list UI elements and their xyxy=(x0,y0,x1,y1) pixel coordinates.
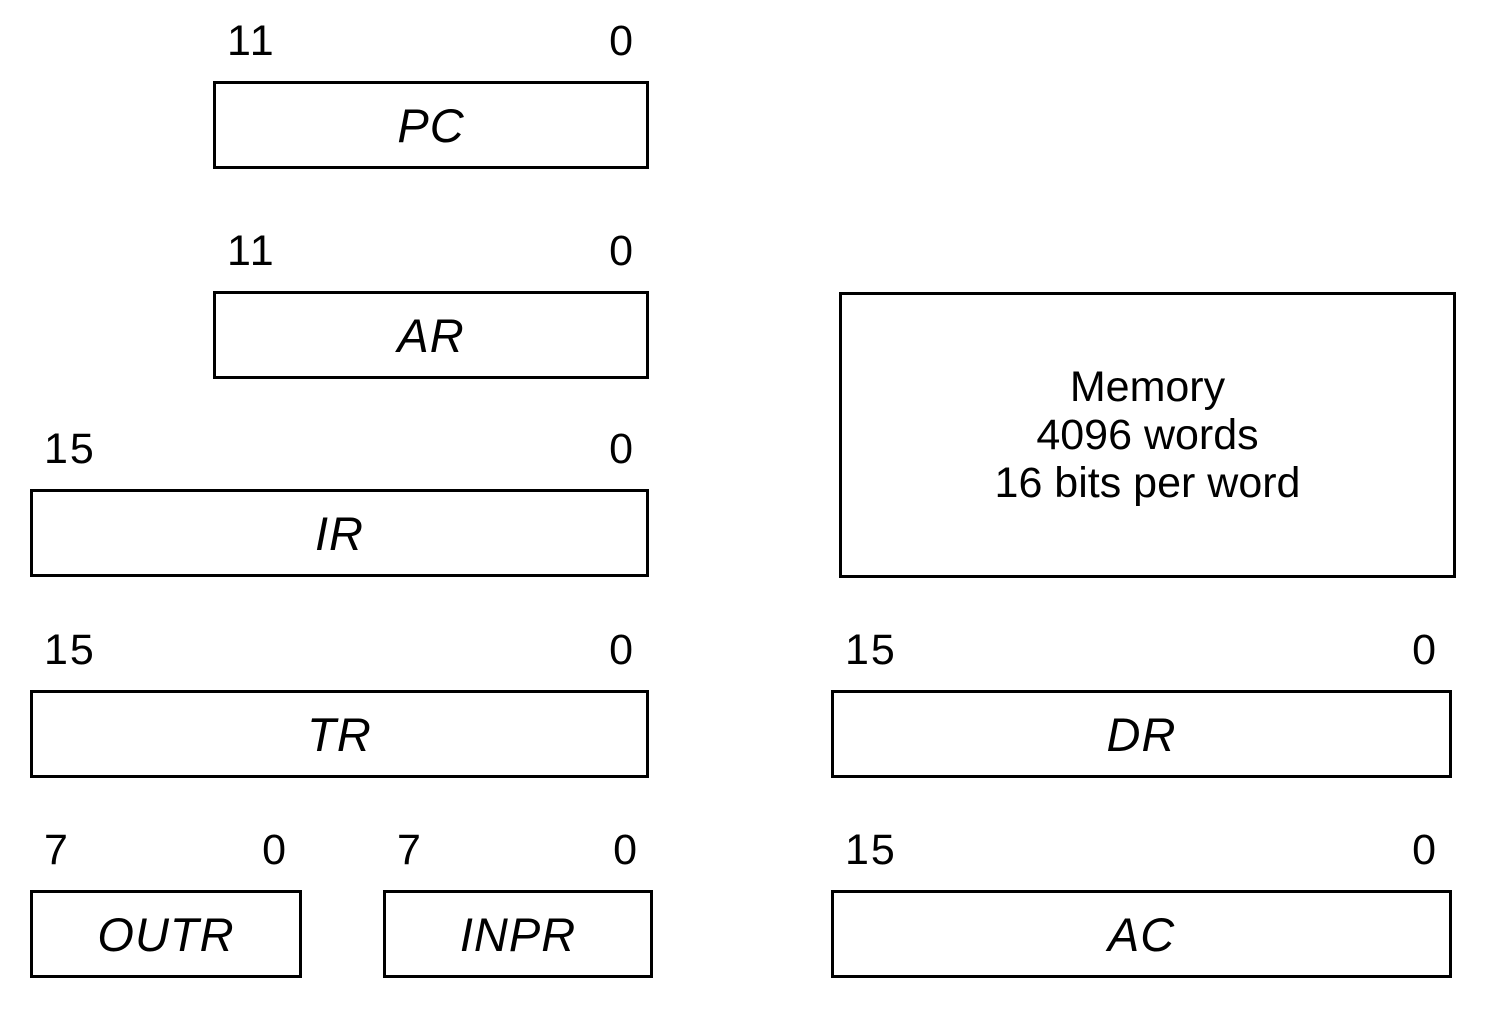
high-bit-label: 15 xyxy=(44,425,96,473)
register-ar: 11 0 AR xyxy=(213,229,649,379)
memory-capacity: 4096 words xyxy=(1036,411,1259,459)
register-box-outr: OUTR xyxy=(30,890,302,978)
low-bit-label: 0 xyxy=(609,425,635,473)
register-ac: 15 0 AC xyxy=(831,828,1452,978)
register-dr: 15 0 DR xyxy=(831,628,1452,778)
register-tr: 15 0 TR xyxy=(30,628,649,778)
memory-word-size: 16 bits per word xyxy=(994,459,1301,507)
high-bit-label: 15 xyxy=(845,626,897,674)
register-label-pc: PC xyxy=(397,98,465,152)
register-box-dr: DR xyxy=(831,690,1452,778)
bit-range-labels-ac: 15 0 xyxy=(831,828,1452,872)
high-bit-label: 11 xyxy=(227,227,276,275)
register-label-inpr: INPR xyxy=(459,907,577,961)
low-bit-label: 0 xyxy=(1412,626,1438,674)
high-bit-label: 11 xyxy=(227,17,276,65)
register-box-pc: PC xyxy=(213,81,649,169)
memory-title: Memory xyxy=(1069,363,1226,411)
bit-range-labels-inpr: 7 0 xyxy=(383,828,653,872)
register-label-outr: OUTR xyxy=(97,907,235,961)
low-bit-label: 0 xyxy=(609,17,635,65)
memory-box: Memory 4096 words 16 bits per word xyxy=(839,292,1456,578)
register-label-dr: DR xyxy=(1106,707,1177,761)
register-pc: 11 0 PC xyxy=(213,19,649,169)
high-bit-label: 15 xyxy=(44,626,96,674)
register-box-ac: AC xyxy=(831,890,1452,978)
register-box-ar: AR xyxy=(213,291,649,379)
register-label-ar: AR xyxy=(397,308,465,362)
register-label-tr: TR xyxy=(307,707,372,761)
low-bit-label: 0 xyxy=(613,826,639,874)
low-bit-label: 0 xyxy=(262,826,288,874)
register-label-ac: AC xyxy=(1107,907,1176,961)
register-outr: 7 0 OUTR xyxy=(30,828,302,978)
register-box-inpr: INPR xyxy=(383,890,653,978)
bit-range-labels-outr: 7 0 xyxy=(30,828,302,872)
low-bit-label: 0 xyxy=(1412,826,1438,874)
high-bit-label: 15 xyxy=(845,826,897,874)
bit-range-labels-ir: 15 0 xyxy=(30,427,649,471)
low-bit-label: 0 xyxy=(609,227,635,275)
high-bit-label: 7 xyxy=(44,826,70,874)
bit-range-labels-pc: 11 0 xyxy=(213,19,649,63)
bit-range-labels-ar: 11 0 xyxy=(213,229,649,273)
low-bit-label: 0 xyxy=(609,626,635,674)
high-bit-label: 7 xyxy=(397,826,423,874)
bit-range-labels-dr: 15 0 xyxy=(831,628,1452,672)
register-box-ir: IR xyxy=(30,489,649,577)
register-ir: 15 0 IR xyxy=(30,427,649,577)
register-box-tr: TR xyxy=(30,690,649,778)
register-inpr: 7 0 INPR xyxy=(383,828,653,978)
register-label-ir: IR xyxy=(315,506,364,560)
bit-range-labels-tr: 15 0 xyxy=(30,628,649,672)
